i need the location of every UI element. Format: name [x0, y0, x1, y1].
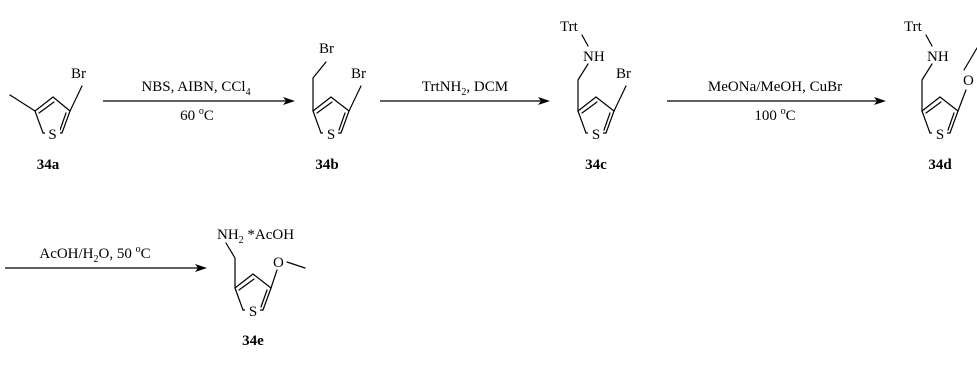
br-bond [613, 85, 627, 112]
nh2-subscript: 2 [239, 235, 244, 246]
compound-label-34e: 34e [242, 333, 264, 349]
methyl-bond [9, 94, 36, 112]
bromomethyl-bromine: Br [319, 41, 334, 57]
arrow-3-conditions-segment-2: o [781, 106, 786, 117]
methoxy-methyl-bond [963, 47, 977, 71]
aminomethyl-bond [921, 63, 933, 112]
sulfur-atom: S [592, 127, 600, 143]
arrow-3-conditions-segment-3: C [786, 108, 796, 124]
arrow-4-reagents-segment-5: C [141, 246, 151, 262]
compound-34c: S Br NH Trt 34c [560, 19, 631, 173]
arrow-3-conditions-segment-1: 100 [754, 108, 780, 124]
arrow-3-conditions: 100 oC [754, 106, 795, 124]
arrow-4-reagents-segment-2: 2 [94, 254, 99, 265]
arrow-4-reagents-segment-4: o [136, 244, 141, 255]
arrow-4-reagents-segment-1: AcOH/H [39, 246, 93, 262]
aminomethyl-bond [577, 63, 589, 112]
trityl-group: Trt [904, 19, 923, 35]
bromine-atom: Br [351, 66, 366, 82]
trityl-group: Trt [560, 19, 579, 35]
compound-34e: S O NH2 *AcOH 34e [217, 227, 306, 349]
arrow-1-conditions-segment-2: o [199, 106, 204, 117]
compound-label-34c: 34c [585, 157, 607, 173]
compound-34b: S Br Br 34b [312, 41, 366, 173]
reaction-arrow-1: NBS, AIBN, CCl4 60 oC [103, 79, 295, 124]
methoxy-methyl-bond [286, 261, 306, 269]
acetic-acid-salt: *AcOH [244, 227, 295, 243]
ammonium-acetate-group: NH2 *AcOH [217, 227, 294, 246]
compound-label-34a: 34a [37, 157, 60, 173]
nh-group: NH [583, 49, 605, 65]
reaction-arrow-3: MeONa/MeOH, CuBr 100 oC [667, 79, 886, 124]
compound-34a: S Br 34a [9, 66, 86, 173]
arrow-1-conditions-segment-3: C [204, 108, 214, 124]
trt-bond [581, 34, 589, 47]
bromomethyl-bond [312, 61, 327, 112]
arrow-4-reagents: AcOH/H2O, 50 oC [39, 244, 150, 265]
sulfur-atom: S [48, 127, 56, 143]
reaction-arrow-4: AcOH/H2O, 50 oC [5, 244, 207, 272]
arrow-2-reagents-segment-3: , DCM [466, 79, 508, 95]
nh2-main: NH [217, 227, 239, 243]
arrow-3-reagents: MeONa/MeOH, CuBr [708, 79, 842, 95]
compound-label-34b: 34b [315, 157, 338, 173]
oxygen-atom: O [963, 73, 974, 89]
compound-label-34d: 34d [928, 157, 952, 173]
arrow-1-reagents-segment-2: 4 [246, 87, 251, 98]
sulfur-atom: S [936, 127, 944, 143]
arrow-1-conditions-segment-1: 60 [180, 108, 199, 124]
compound-34d: S O NH Trt 34d [904, 19, 977, 173]
arrow-2-reagents: TrtNH2, DCM [422, 79, 508, 98]
methoxy-bond [957, 89, 967, 112]
arrow-1-reagents-segment-1: NBS, AIBN, CCl [141, 79, 245, 95]
br-bond [348, 85, 362, 112]
nh-group: NH [927, 49, 949, 65]
bromine-atom: Br [71, 66, 86, 82]
arrow-4-reagents-segment-3: O, 50 [99, 246, 136, 262]
arrow-3-reagents-segment-1: MeONa/MeOH, CuBr [708, 79, 842, 95]
thiophene-ring-34c [577, 96, 615, 134]
sulfur-atom: S [249, 304, 257, 320]
bromine-atom: Br [616, 66, 631, 82]
br-bond [69, 85, 83, 112]
trt-bond [925, 34, 933, 47]
reaction-arrow-2: TrtNH2, DCM [380, 79, 550, 105]
arrow-1-reagents: NBS, AIBN, CCl4 [141, 79, 250, 98]
methoxy-bond [270, 269, 278, 289]
sulfur-atom: S [327, 127, 335, 143]
aminomethyl-bond [225, 242, 236, 289]
arrow-2-reagents-segment-1: TrtNH [422, 79, 462, 95]
arrow-1-conditions: 60 oC [180, 106, 214, 124]
arrow-2-reagents-segment-2: 2 [461, 87, 466, 98]
oxygen-atom: O [273, 255, 284, 271]
